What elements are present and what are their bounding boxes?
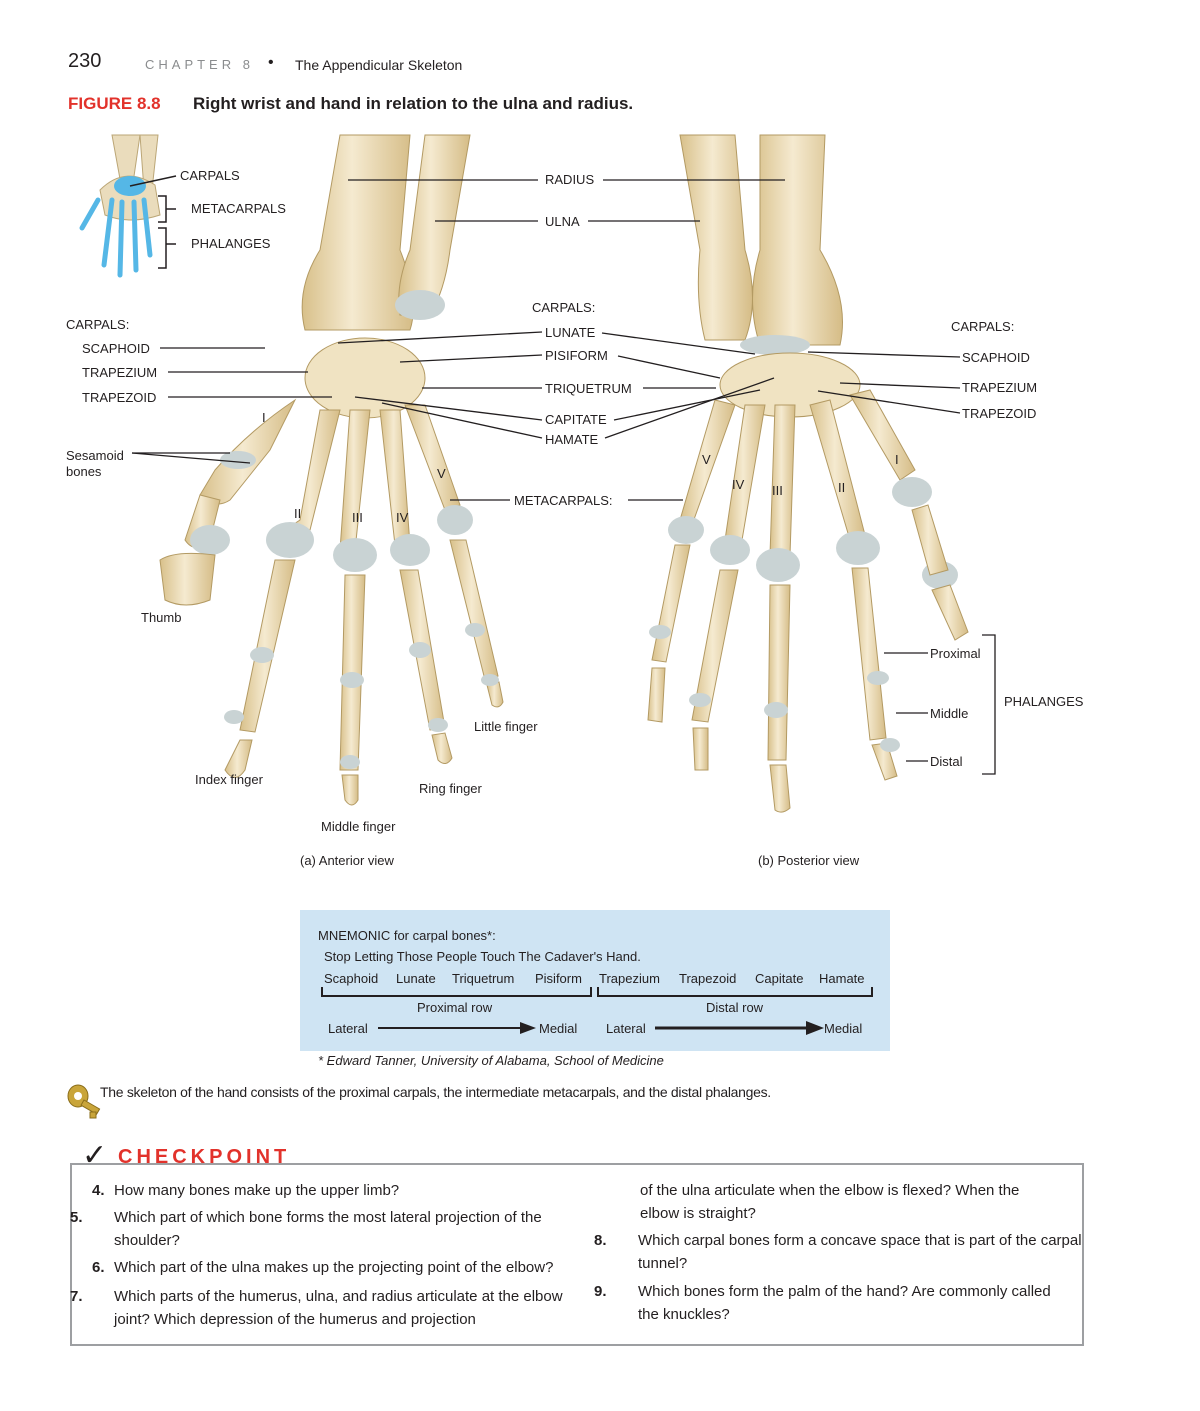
posterior-numeral-i: I	[895, 452, 899, 467]
key-concept-text: The skeleton of the hand consists of the…	[100, 1084, 771, 1100]
posterior-numeral-v: V	[702, 452, 711, 467]
ring-finger-label: Ring finger	[419, 781, 482, 796]
anterior-numeral-ii: II	[294, 506, 302, 521]
posterior-numeral-iv: IV	[732, 477, 745, 492]
posterior-trapezoid-label: TRAPEZOID	[962, 406, 1037, 421]
radius-label: RADIUS	[545, 172, 595, 187]
question-4: 4.How many bones make up the upper limb?	[92, 1182, 400, 1199]
mnemonic-footnote: * Edward Tanner, University of Alabama, …	[318, 1053, 664, 1068]
middle-finger-label: Middle finger	[321, 819, 396, 834]
pisiform-label: PISIFORM	[545, 348, 608, 363]
hamate-label: HAMATE	[545, 432, 599, 447]
anterior-numeral-iv: IV	[396, 510, 409, 525]
posterior-numeral-ii: II	[838, 480, 846, 495]
thumb-label: Thumb	[141, 610, 182, 625]
middle-label: Middle	[930, 706, 969, 721]
lunate-label: LUNATE	[545, 325, 596, 340]
ulna-label: ULNA	[545, 214, 580, 229]
question-7: 7.Which parts of the humerus, ulna, and …	[70, 1288, 563, 1328]
section-title: The Appendicular Skeleton	[295, 57, 463, 73]
mnemonic-sentence: Stop Letting Those People Touch The Cada…	[324, 949, 641, 964]
center-carpals-label: CARPALS:	[532, 300, 596, 315]
index-finger-label: Index finger	[195, 772, 263, 787]
question-7-continued: of the ulna articulate when the elbow is…	[640, 1182, 1020, 1222]
question-5: 5.Which part of which bone forms the mos…	[70, 1209, 542, 1249]
posterior-hand	[647, 134, 969, 813]
header-bullet: •	[268, 54, 274, 71]
mnemonic-heading: MNEMONIC for carpal bones*:	[318, 928, 496, 943]
inset-carpals-label: CARPALS	[180, 168, 240, 183]
mnemonic-bone-triquetrum: Triquetrum	[452, 971, 515, 986]
mnemonic-bone-capitate: Capitate	[755, 971, 804, 986]
little-finger-label: Little finger	[474, 719, 538, 734]
proximal-row-label: Proximal row	[417, 1000, 493, 1015]
anterior-numeral-iii: III	[352, 510, 363, 525]
triquetrum-label: TRIQUETRUM	[545, 381, 632, 396]
mnemonic-bone-lunate: Lunate	[396, 971, 436, 986]
mnemonic-bone-trapezium: Trapezium	[599, 971, 660, 986]
mnemonic-medial-1: Medial	[539, 1021, 578, 1036]
posterior-trapezium-label: TRAPEZIUM	[962, 380, 1038, 395]
inset-hand	[79, 134, 177, 278]
anterior-carpals-label: CARPALS:	[66, 317, 130, 332]
chapter-label: CHAPTER 8	[145, 57, 254, 72]
leader-lines	[131, 179, 996, 775]
hand-illustration: CARPALS METACARPALS PHALANGES RADIUS ULN…	[66, 134, 1084, 868]
proximal-label: Proximal	[930, 646, 981, 661]
anterior-numeral-v: V	[437, 466, 446, 481]
mnemonic-box: MNEMONIC for carpal bones*: Stop Letting…	[300, 910, 890, 1051]
inset-metacarpals-label: METACARPALS	[191, 201, 286, 216]
distal-label: Distal	[930, 754, 963, 769]
inset-phalanges-label: PHALANGES	[191, 236, 271, 251]
anterior-numeral-i: I	[262, 410, 266, 425]
anterior-hand	[159, 134, 504, 806]
mnemonic-lateral-1: Lateral	[328, 1021, 368, 1036]
distal-row-label: Distal row	[706, 1000, 764, 1015]
checkpoint-box: 4.How many bones make up the upper limb?…	[70, 1163, 1084, 1346]
figure-caption: Right wrist and hand in relation to the …	[193, 94, 634, 113]
posterior-numeral-iii: III	[772, 483, 783, 498]
posterior-scaphoid-label: SCAPHOID	[962, 350, 1030, 365]
anterior-trapezoid-label: TRAPEZOID	[82, 390, 157, 405]
posterior-carpals-label: CARPALS:	[951, 319, 1015, 334]
figure-number: FIGURE 8.8	[68, 94, 161, 113]
mnemonic-bone-pisiform: Pisiform	[535, 971, 582, 986]
checkmark-icon: ✓	[82, 1139, 108, 1172]
mnemonic-bone-trapezoid: Trapezoid	[679, 971, 737, 986]
question-6: 6.Which part of the ulna makes up the pr…	[92, 1259, 554, 1276]
checkpoint-title: CHECKPOINT	[118, 1146, 291, 1168]
mnemonic-lateral-2: Lateral	[606, 1021, 646, 1036]
mnemonic-bone-hamate: Hamate	[819, 971, 865, 986]
question-8: 8.Which carpal bones form a concave spac…	[594, 1232, 1082, 1272]
wrist-hand-drawing	[79, 134, 996, 813]
mnemonic-medial-2: Medial	[824, 1021, 863, 1036]
metacarpals-label: METACARPALS:	[514, 493, 613, 508]
question-9: 9.Which bones form the palm of the hand?…	[594, 1283, 1051, 1323]
anterior-trapezium-label: TRAPEZIUM	[82, 365, 158, 380]
capitate-label: CAPITATE	[545, 412, 607, 427]
mnemonic-brackets	[321, 987, 873, 1035]
posterior-view-caption: (b) Posterior view	[758, 853, 860, 868]
key-icon	[66, 1082, 104, 1129]
anterior-scaphoid-label: SCAPHOID	[82, 341, 150, 356]
sesamoid-label: Sesamoid bones	[66, 448, 124, 479]
anterior-view-caption: (a) Anterior view	[300, 853, 394, 868]
posterior-phalanges-label: PHALANGES	[1004, 694, 1084, 709]
page-number: 230	[68, 50, 102, 72]
mnemonic-bone-scaphoid: Scaphoid	[324, 971, 379, 986]
